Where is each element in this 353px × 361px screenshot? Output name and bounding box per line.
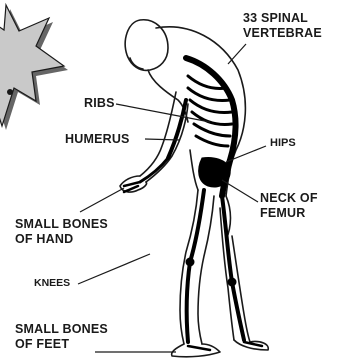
skeleton-bones [124, 58, 262, 350]
label-feet-line1: SMALL BONES [15, 322, 108, 337]
label-femur-line1: NECK OF [260, 191, 318, 206]
label-knees: KNEES [34, 277, 70, 289]
label-spinal-vertebrae: 33 SPINAL VERTEBRAE [243, 11, 322, 41]
label-femur-line2: FEMUR [260, 206, 318, 221]
label-hand-line1: SMALL BONES [15, 217, 108, 232]
label-feet-line2: OF FEET [15, 337, 108, 352]
label-neck-of-femur: NECK OF FEMUR [260, 191, 318, 221]
stooped-figure [120, 20, 268, 357]
label-hand-line2: OF HAND [15, 232, 108, 247]
label-small-bones-hand: SMALL BONES OF HAND [15, 217, 108, 247]
leader-spinal [228, 44, 246, 64]
leader-ribs [116, 104, 210, 122]
label-small-bones-feet: SMALL BONES OF FEET [15, 322, 108, 352]
starburst-callout-icon [0, 5, 68, 130]
label-spinal-line2: VERTEBRAE [243, 26, 322, 41]
label-humerus: HUMERUS [65, 132, 130, 147]
label-spinal-line1: 33 SPINAL [243, 11, 322, 26]
leader-hand [80, 188, 124, 212]
leader-knees [78, 254, 150, 284]
label-hips: HIPS [268, 137, 298, 150]
label-ribs: RIBS [84, 96, 115, 111]
